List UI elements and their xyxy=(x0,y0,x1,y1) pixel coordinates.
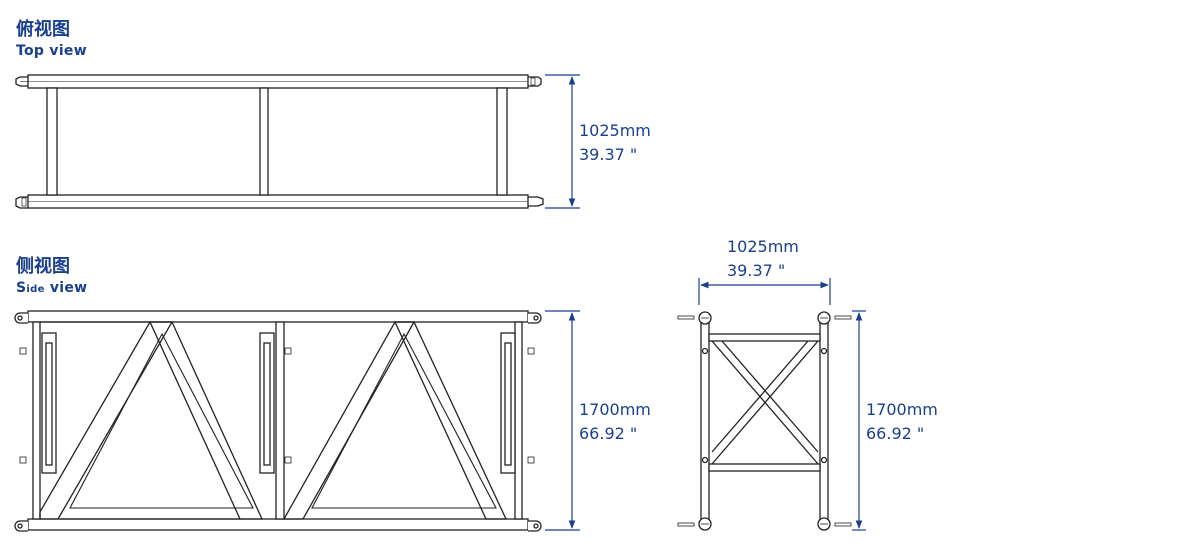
side-view-diagonal-left-a xyxy=(148,321,264,520)
side-view-title-cn: 侧视图 xyxy=(16,256,70,277)
side-view-top-rail xyxy=(27,310,529,323)
end-view-height-mm: 1700mm xyxy=(866,400,938,419)
top-view-dim-mm: 1025mm xyxy=(579,121,651,140)
top-view-dim-in: 39.37 " xyxy=(579,145,638,164)
top-view-crossbar-right xyxy=(496,87,508,196)
side-view-handles xyxy=(41,332,516,474)
side-view-title-en-first: S xyxy=(16,280,27,296)
side-view-dimension-line xyxy=(545,310,580,531)
top-view-drawing xyxy=(15,74,544,209)
top-view-crossbar-left xyxy=(46,87,58,196)
side-view-title-en-small: ide xyxy=(26,284,45,295)
side-view-title-en-rest: view xyxy=(44,280,88,296)
end-view-width-dimension xyxy=(698,278,831,305)
top-view-title-cn: 俯视图 xyxy=(16,19,70,40)
end-view-height-in: 66.92 " xyxy=(866,424,925,443)
side-view-title-en: Side view xyxy=(16,280,87,298)
top-view-connectors xyxy=(15,76,544,209)
side-view-post-middle xyxy=(275,321,285,520)
side-view-height-mm: 1700mm xyxy=(579,400,651,419)
top-view-title-en: Top view xyxy=(16,43,87,59)
end-view-width-mm: 1025mm xyxy=(727,237,799,256)
side-view-bottom-rail xyxy=(27,518,529,531)
side-view-post-right xyxy=(514,321,523,520)
side-view-pins xyxy=(19,347,535,464)
side-view-drawing xyxy=(14,310,542,532)
top-view-dimension-line xyxy=(545,74,580,209)
end-view-width-in: 39.37 " xyxy=(727,261,786,280)
end-view-height-dimension xyxy=(852,310,866,531)
side-view-height-in: 66.92 " xyxy=(579,424,638,443)
end-view-drawing xyxy=(677,311,852,531)
top-view-crossbar-middle xyxy=(259,87,269,196)
side-view-post-left xyxy=(32,321,41,520)
